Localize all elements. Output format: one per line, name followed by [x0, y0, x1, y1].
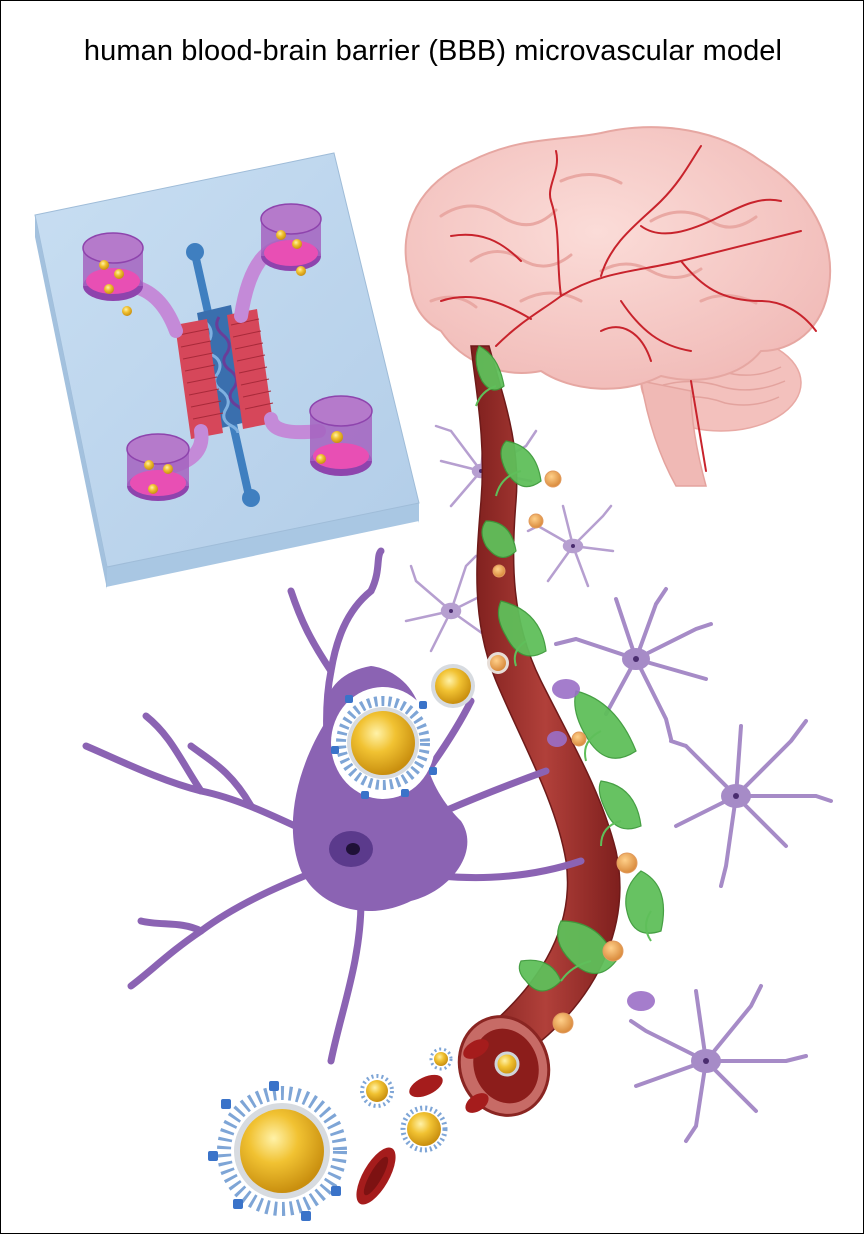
- nanoparticle-small-3: [431, 1049, 451, 1069]
- microfluidic-chip-icon: [35, 153, 419, 589]
- nanoparticle-small-1: [362, 1076, 392, 1106]
- reservoir-bottom-right: [310, 396, 372, 476]
- nanoparticle-small-2: [403, 1108, 445, 1150]
- brain-icon: [406, 127, 831, 486]
- nanoparticle-large-bottom: [208, 1081, 341, 1221]
- blood-vessel-icon: [446, 346, 664, 1128]
- reservoir-top-right: [261, 204, 321, 276]
- reservoir-bottom-left: [127, 434, 189, 501]
